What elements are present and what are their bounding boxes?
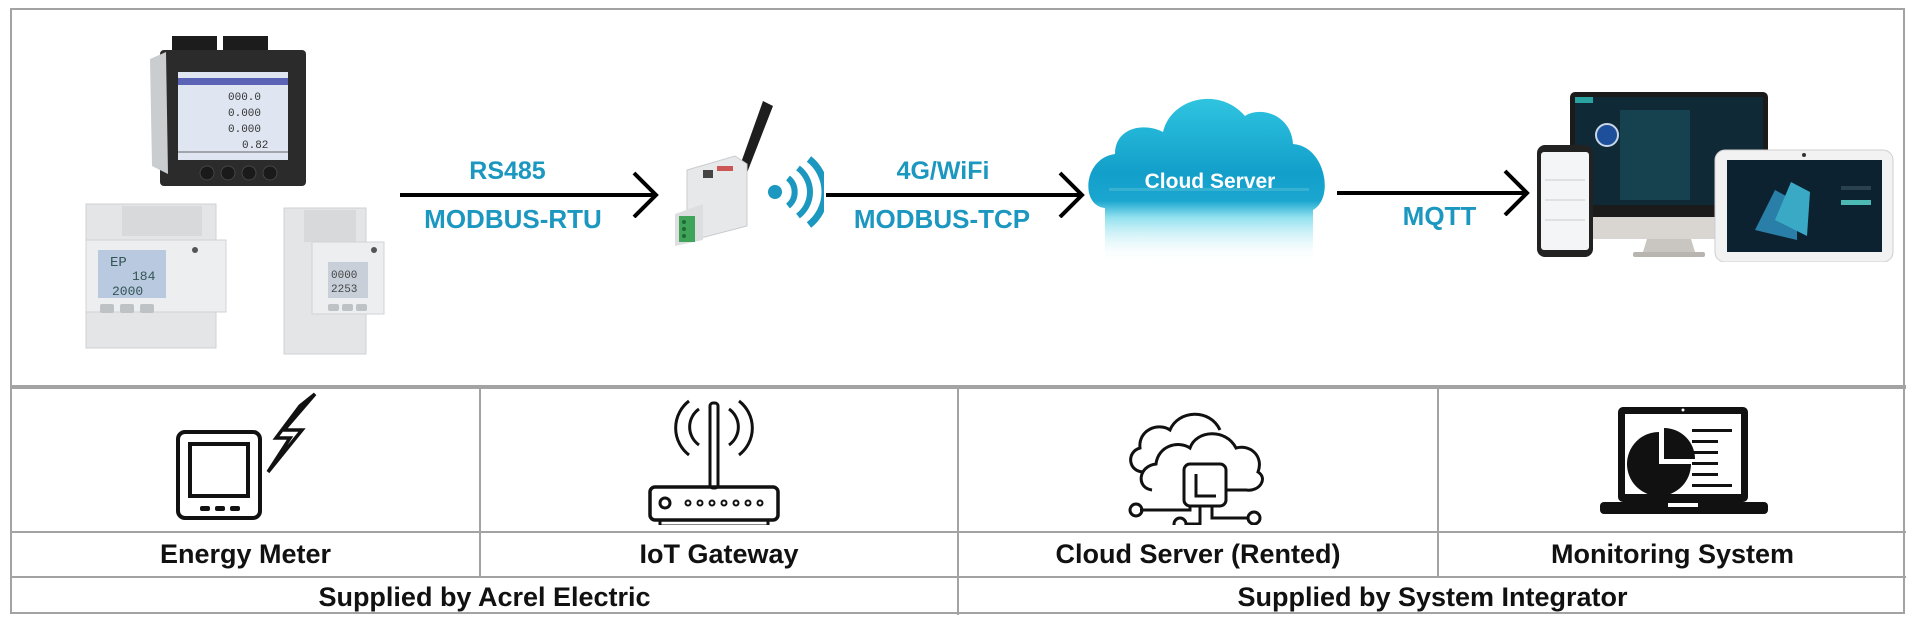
arrow-meter-to-gateway bbox=[400, 171, 659, 218]
din-rail-meter-small-image: 0000 2253 bbox=[283, 207, 385, 355]
din-large-reading-3: 2000 bbox=[112, 284, 143, 299]
column-label-cloud-server: Cloud Server (Rented) bbox=[1055, 539, 1341, 569]
supplier-system-integrator: Supplied by System Integrator bbox=[1237, 582, 1628, 612]
link-label-4g-wifi: 4G/WiFi bbox=[896, 157, 990, 185]
din-small-reading-1: 0000 bbox=[331, 270, 357, 282]
wireless-signal-icon bbox=[768, 156, 824, 228]
cloud-server-label: Cloud Server bbox=[1144, 170, 1276, 193]
din-rail-meter-large-image: EP 184 2000 bbox=[85, 203, 227, 349]
supplier-acrel-electric: Supplied by Acrel Electric bbox=[318, 582, 651, 612]
arrow-gateway-to-cloud bbox=[826, 171, 1085, 218]
link-label-mqtt: MQTT bbox=[1402, 201, 1477, 231]
panel-meter-reading-2: 0.000 bbox=[228, 108, 261, 120]
column-divider-1 bbox=[479, 385, 481, 578]
din-large-reading-2: 184 bbox=[132, 269, 156, 284]
column-label-iot-gateway: IoT Gateway bbox=[639, 539, 799, 569]
panel-meter-reading-4: 0.82 bbox=[242, 140, 268, 152]
laptop-chart-icon bbox=[1600, 407, 1768, 514]
router-icon bbox=[648, 399, 780, 525]
link-label-modbus-tcp: MODBUS-TCP bbox=[853, 204, 1031, 234]
cloud-server-image bbox=[1088, 98, 1325, 263]
arrow-cloud-to-monitoring bbox=[1337, 169, 1530, 216]
column-divider-3 bbox=[1437, 385, 1439, 578]
din-small-reading-2: 2253 bbox=[331, 284, 357, 296]
din-large-reading-1: EP bbox=[110, 255, 127, 271]
energy-meter-icon bbox=[176, 392, 317, 520]
panel-meter-reading-3: 0.000 bbox=[228, 124, 261, 136]
link-label-rs485: RS485 bbox=[469, 157, 546, 185]
column-label-monitoring-system: Monitoring System bbox=[1550, 539, 1794, 569]
link-label-modbus-rtu: MODBUS-RTU bbox=[424, 204, 602, 234]
cloud-server-icon bbox=[1128, 412, 1264, 525]
monitoring-devices-image bbox=[1537, 92, 1894, 262]
column-divider-2 bbox=[957, 385, 959, 615]
column-label-energy-meter: Energy Meter bbox=[159, 539, 332, 569]
iot-gateway-image bbox=[675, 101, 773, 246]
panel-meter-reading-1: 000.0 bbox=[228, 92, 261, 104]
panel-energy-meter-image: 000.0 0.000 0.000 0.82 bbox=[150, 36, 306, 186]
component-table bbox=[10, 385, 1906, 615]
